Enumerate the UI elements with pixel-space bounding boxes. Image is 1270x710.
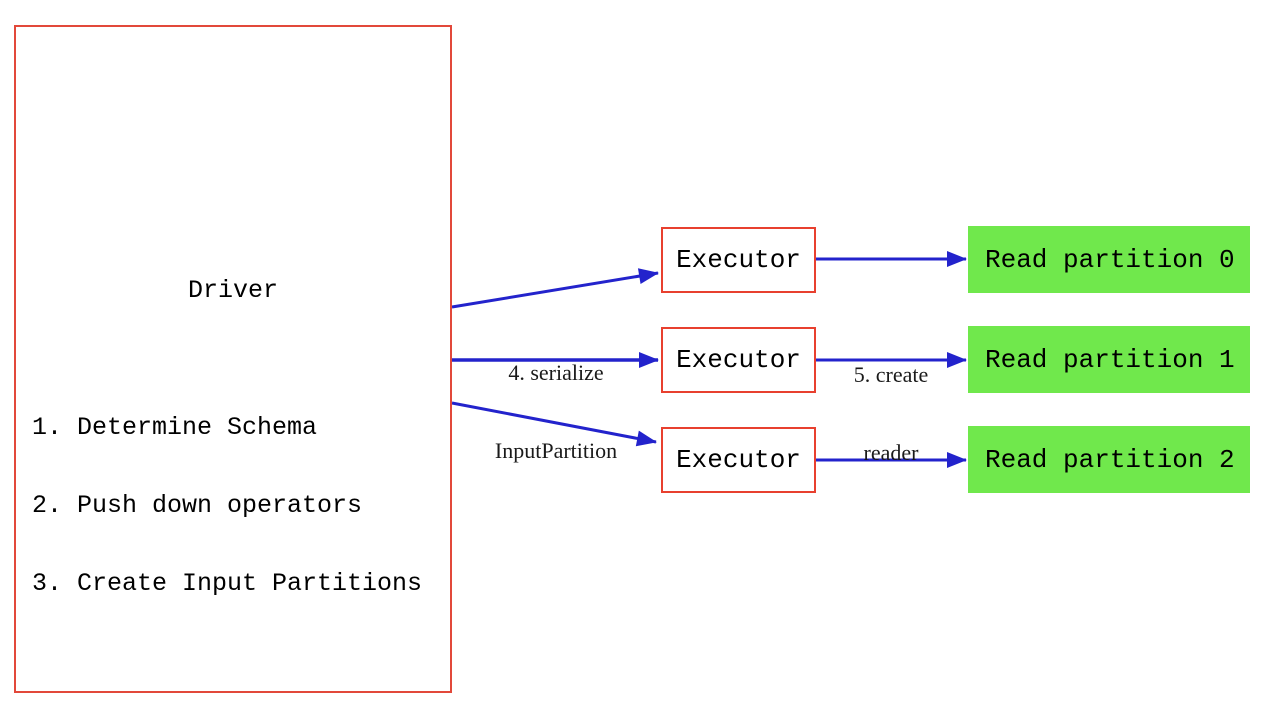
edge-label-create-reader: 5. create reader (811, 310, 971, 518)
read-partition-box-2: Read partition 2 (968, 426, 1250, 493)
read-partition-box-1: Read partition 1 (968, 326, 1250, 393)
read-partition-label-1: Read partition 1 (985, 344, 1235, 375)
read-partition-label-2: Read partition 2 (985, 444, 1235, 475)
driver-step-1: 1. Determine Schema (32, 413, 318, 442)
edge-label-serialize-line2: InputPartition (494, 438, 618, 463)
executor-box-2: Executor (661, 327, 816, 393)
driver-step-3: 3. Create Input Partitions (32, 569, 423, 598)
executor-box-3: Executor (661, 427, 816, 493)
executor-box-1: Executor (661, 227, 816, 293)
edge-label-reader-line1: 5. create (853, 362, 929, 387)
read-partition-label-0: Read partition 0 (985, 244, 1235, 275)
executor-label-2: Executor (676, 345, 801, 375)
read-partition-box-0: Read partition 0 (968, 226, 1250, 293)
driver-box: Driver 1. Determine Schema 2. Push down … (14, 25, 452, 693)
driver-title: Driver (187, 276, 278, 305)
driver-step-2: 2. Push down operators (32, 491, 363, 520)
executor-label-3: Executor (676, 445, 801, 475)
edge-label-serialize-inputpartition: 4. serialize InputPartition (460, 308, 652, 516)
arrow-driver-to-executor-1 (451, 268, 659, 309)
edge-label-reader-line2: reader (863, 440, 919, 465)
edge-label-serialize-line1: 4. serialize (508, 360, 604, 385)
driver-steps: 1. Determine Schema 2. Push down operato… (32, 363, 422, 649)
executor-label-1: Executor (676, 245, 801, 275)
